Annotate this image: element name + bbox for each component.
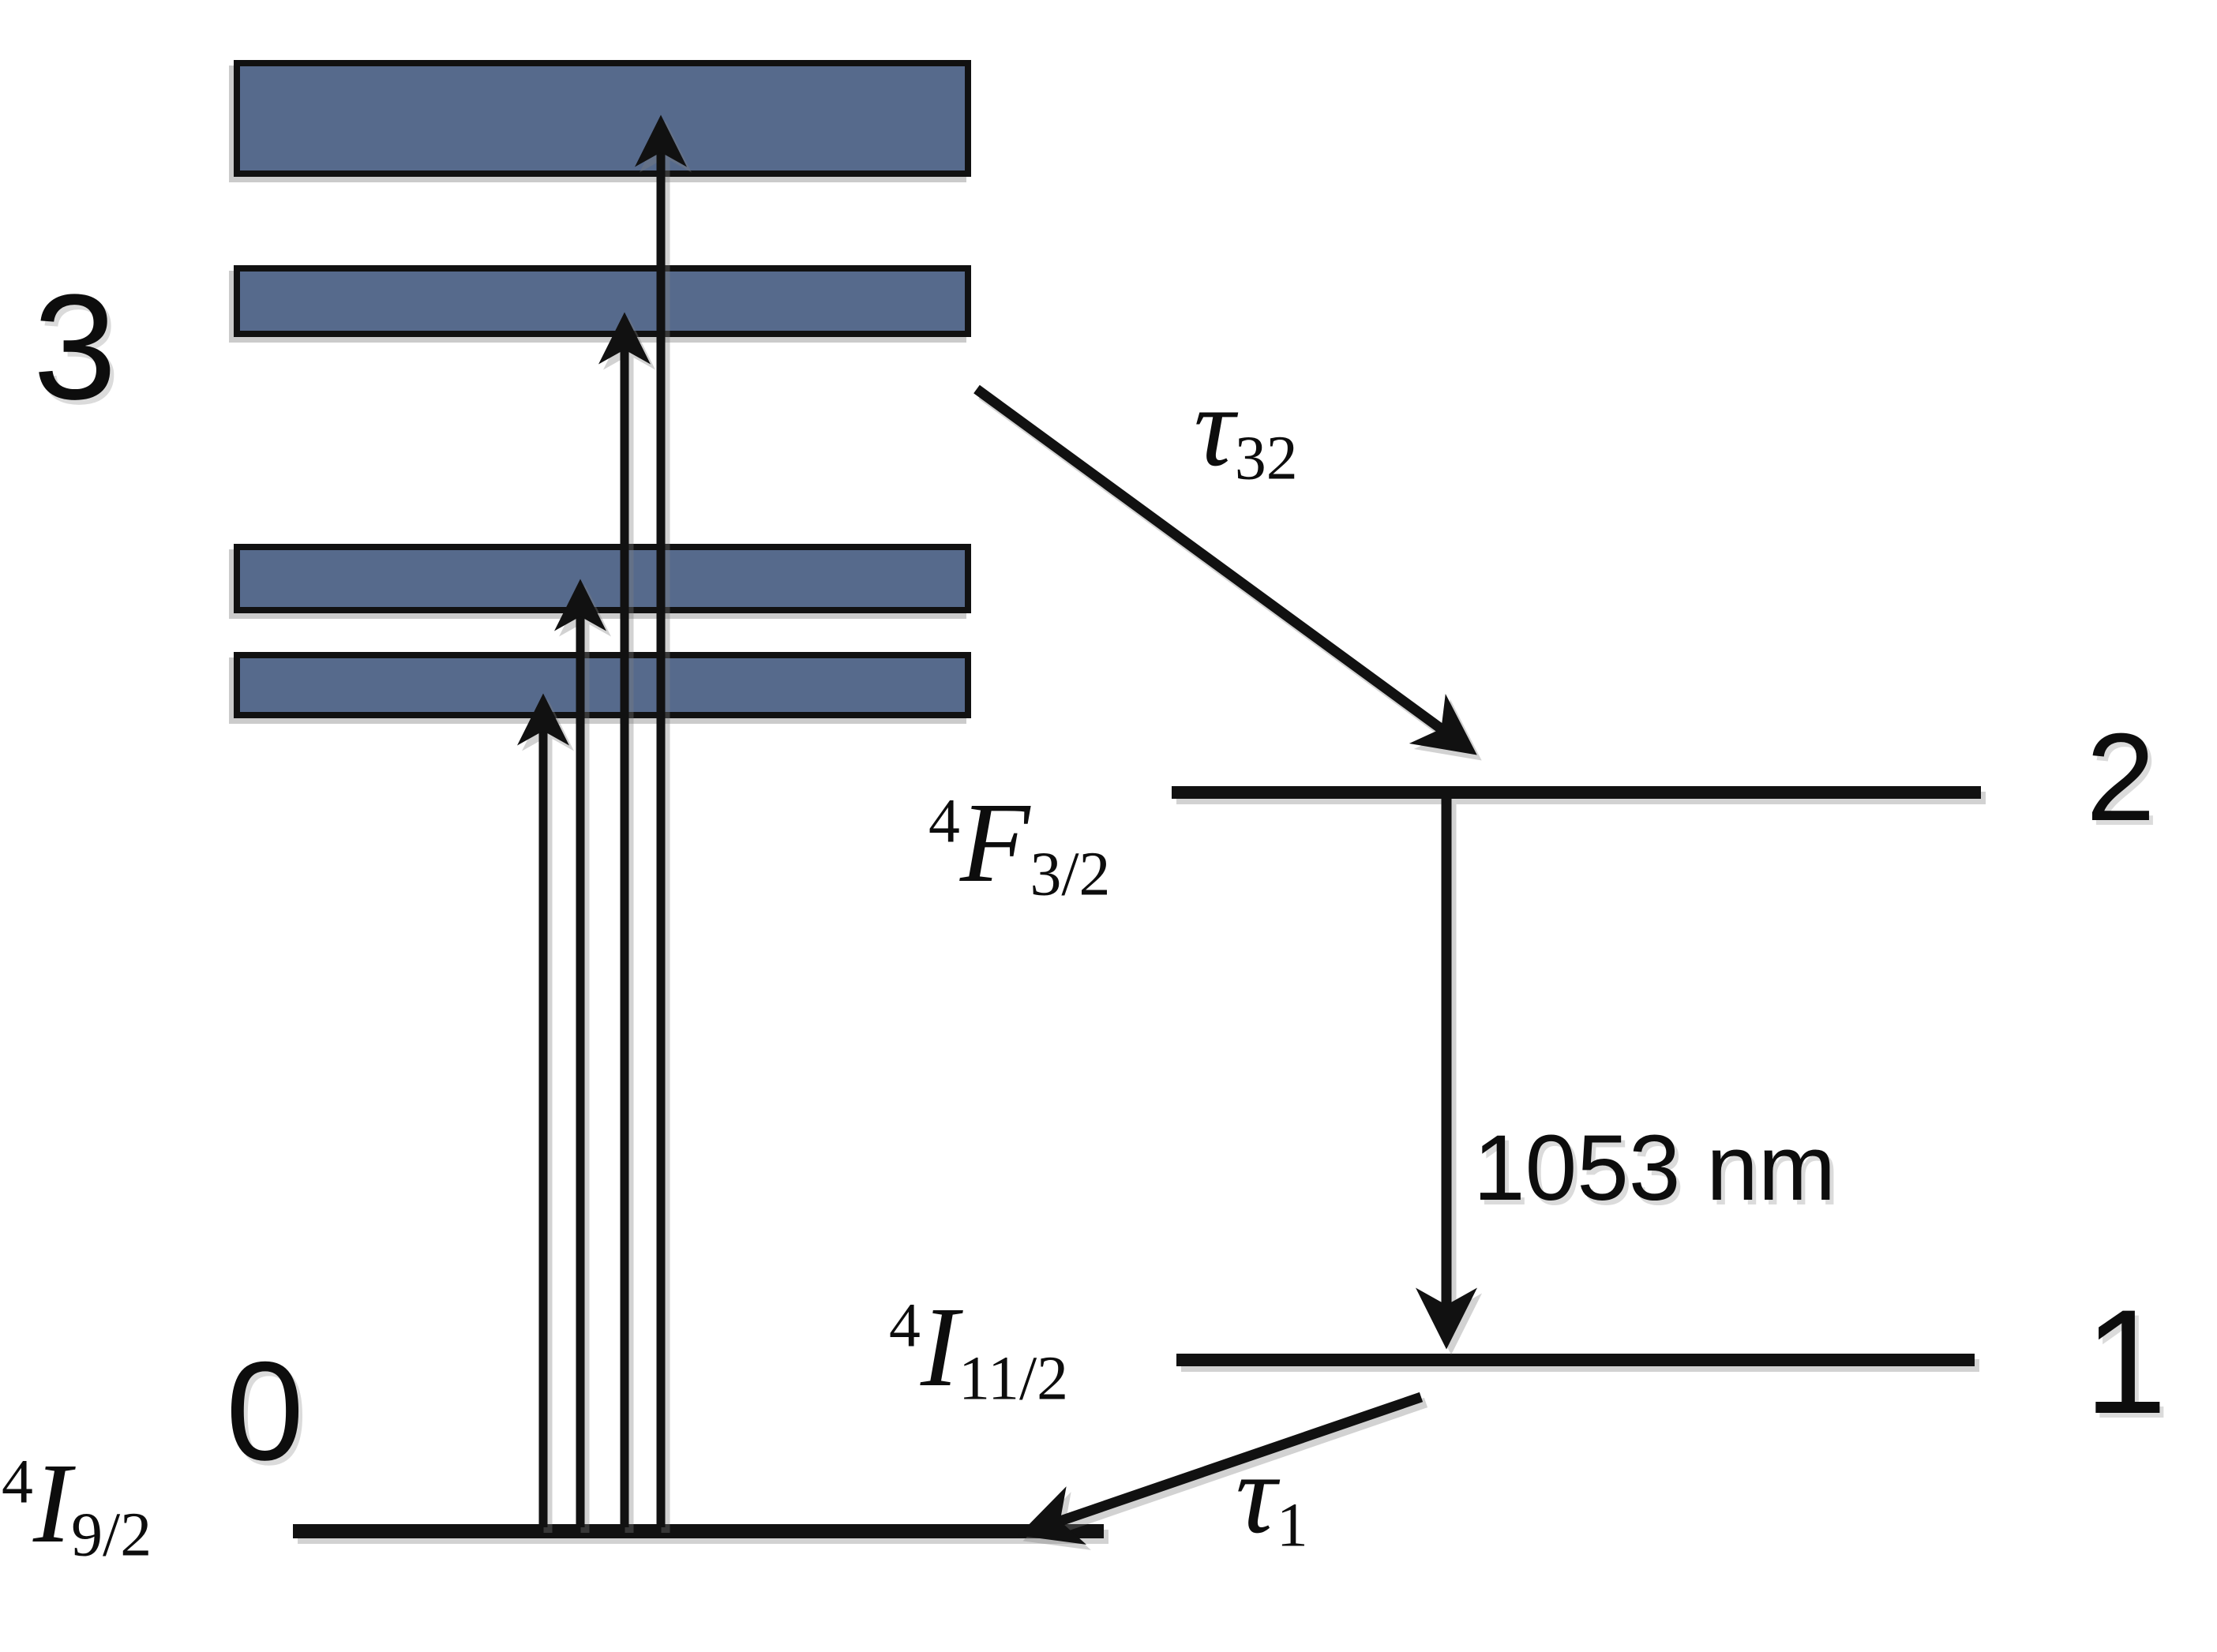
tau-subscript: 32 [1234,423,1298,493]
tau-symbol: τ [1194,364,1235,490]
tau32-label: τ32 [1194,370,1298,490]
pump-band-1 [234,60,971,177]
term-superscript: 4 [2,1447,33,1517]
term-letter: F [959,780,1030,906]
level-2-number: 2 [2086,708,2155,847]
level-1-number: 1 [2084,1279,2167,1444]
tau-subscript: 1 [1276,1490,1308,1560]
term-subscript: 3/2 [1030,839,1111,909]
term-letter: I [32,1440,72,1567]
tau-symbol: τ [1236,1431,1277,1557]
term-superscript: 4 [889,1291,921,1361]
pump-band-3 [234,544,971,613]
pump-band-2 [234,265,971,337]
term-label-4I9-2: 4I9/2 [2,1447,152,1567]
level-0-number: 0 [226,1332,304,1489]
term-superscript: 4 [928,786,960,856]
term-subscript: 11/2 [958,1343,1068,1414]
tau32-decay-arrow [973,384,1477,755]
term-label-4I11-2: 4I11/2 [889,1291,1068,1410]
emission-wavelength-label: 1053 nm [1473,1116,1836,1220]
term-letter: I [920,1284,959,1410]
tau1-label: τ1 [1236,1437,1308,1557]
pump-band-4 [234,652,971,718]
tau1-decay-arrow [1018,1392,1424,1545]
term-subscript: 9/2 [71,1500,152,1570]
level-3-number: 3 [33,264,117,431]
term-label-4F3-2: 4F3/2 [928,786,1110,906]
